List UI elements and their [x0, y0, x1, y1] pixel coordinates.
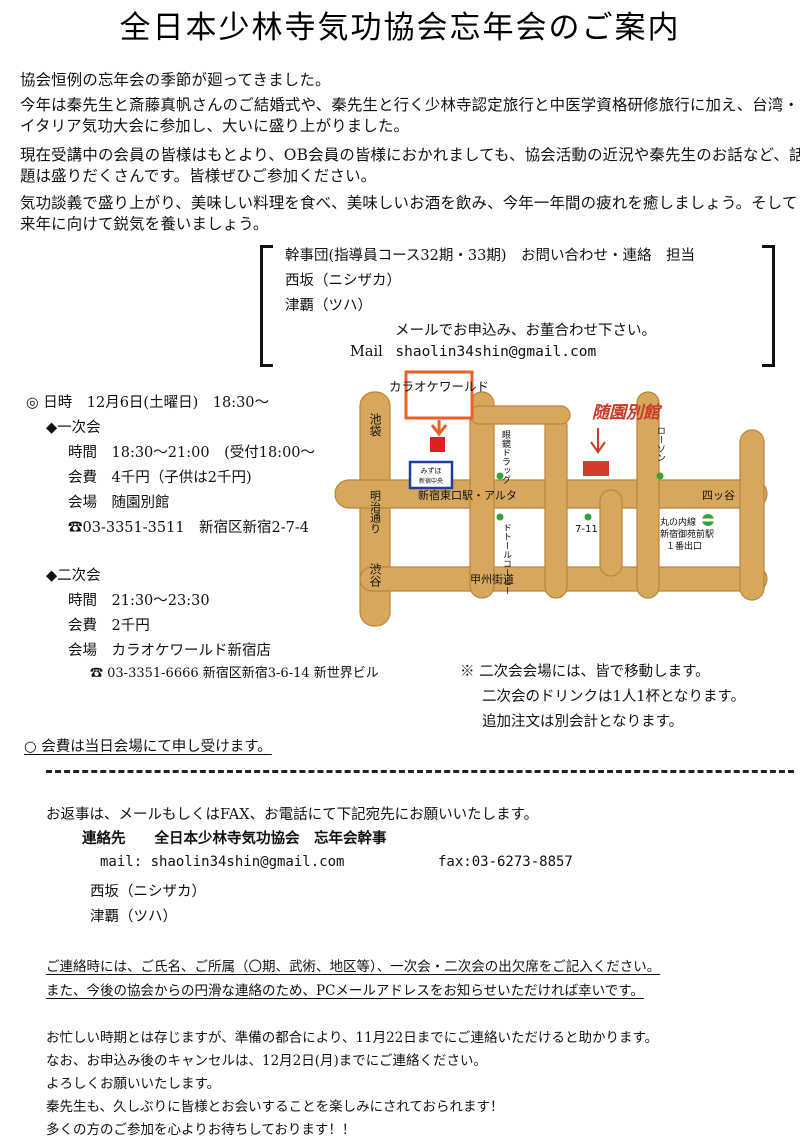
- note-2: 二次会のドリンクは1人1杯となります。: [482, 689, 746, 705]
- first-party-heading: ◆一次会: [46, 420, 101, 436]
- zuien-arrow: [590, 428, 606, 454]
- zuien-marker: [583, 461, 609, 476]
- metro-icon: [702, 514, 714, 526]
- map-label-meiji: 明治通り: [369, 490, 382, 534]
- first-party-venue: 会場 随園別館: [68, 495, 170, 511]
- page-title: 全日本少林寺気功協会忘年会のご案内: [119, 10, 681, 46]
- karaoke-marker: [430, 437, 445, 452]
- closing-5: 多くの方のご参加を心よりお待ちしております！！: [46, 1122, 356, 1138]
- contact-box-line-1: 幹事団(指導員コース32期・33期) お問い合わせ・連絡 担当: [285, 248, 695, 264]
- closing-2: なお、お申込み後のキャンセルは、12月2日(月)までにご連絡ください。: [46, 1053, 488, 1069]
- closing-3: よろしくお願いいたします。: [46, 1076, 221, 1092]
- map-label-mizuho-2: 新宿中央: [419, 477, 443, 485]
- second-party-fee: 会費 2千円: [68, 618, 150, 634]
- closing-4: 秦先生も、久しぶりに皆様とお会いすることを楽しみにされておられます！: [46, 1099, 504, 1115]
- access-map: カラオケワールド 随園別館 みずほ 新宿中央 池袋 明治通り 渋谷 眼鏡ドラッグ…: [334, 370, 768, 627]
- event-datetime: ◎ 日時 12月6日(土曜日) 18:30～: [26, 395, 270, 411]
- mail-label: Mail: [350, 344, 383, 360]
- request-1: ご連絡時には、ご氏名、ご所属（〇期、武術、地区等）、一次会・二次会の出欠席をご記…: [46, 959, 661, 975]
- karaoke-arrow: [430, 420, 448, 437]
- second-party-phone: ☎ 03-3351-6666 新宿区新宿3-6-14 新世界ビル: [90, 666, 379, 681]
- contact-box-mail-row: Mail shaolin34shin@gmail.com: [350, 344, 596, 360]
- reply-contact: 連絡先 全日本少林寺気功協会 忘年会幹事: [82, 830, 387, 847]
- contact-box-left-bracket: [260, 245, 273, 367]
- second-party-time: 時間 21:30～23:30: [68, 593, 210, 609]
- note-1: ※ 二次会会場には、皆で移動します。: [460, 664, 710, 680]
- section-divider: [46, 770, 794, 773]
- map-roads: [334, 391, 768, 627]
- contact-box-line-3: 津覇（ツハ）: [285, 298, 372, 314]
- map-green-dots: [496, 472, 664, 521]
- map-label-station: 新宿東口駅・アルタ: [418, 488, 517, 502]
- map-label-ikebukuro: 池袋: [368, 413, 382, 437]
- note-3: 追加注文は別会計となります。: [482, 714, 684, 730]
- map-label-zuien: 随園別館: [592, 403, 663, 423]
- map-label-yotsuya: 四ッ谷: [702, 489, 735, 502]
- map-label-seven: 7-11: [575, 524, 598, 535]
- map-label-megane: 眼鏡ドラッグ: [500, 430, 511, 484]
- map-label-marunouchi-2: 新宿御苑前駅: [660, 528, 714, 540]
- second-party-venue: 会場 カラオケワールド新宿店: [68, 643, 271, 659]
- map-label-marunouchi-1: 丸の内線: [660, 516, 696, 528]
- intro-paragraph-2: 今年は秦先生と斎藤真帆さんのご結婚式や、秦先生と行く少林寺認定旅行と中医学資格研…: [20, 96, 800, 135]
- contact-box-mail[interactable]: shaolin34shin@gmail.com: [395, 344, 597, 360]
- map-label-doutor: ドトールコーヒー: [501, 523, 512, 595]
- contact-box-right-bracket: [762, 245, 775, 367]
- intro-paragraph-4: 気功談義で盛り上がり、美味しい料理を食べ、美味しいお酒を飲み、今年一年間の疲れを…: [20, 194, 798, 233]
- first-party-phone: ☎03-3351-3511 新宿区新宿2-7-4: [68, 520, 310, 536]
- reply-intro: お返事は、メールもしくはFAX、お電話にて下記宛先にお願いいたします。: [46, 807, 539, 823]
- karaoke-callout-box: [404, 370, 474, 420]
- map-label-marunouchi-3: １番出口: [666, 540, 702, 552]
- contact-box-line-2: 西坂（ニシザカ）: [285, 273, 401, 289]
- second-party-heading: ◆二次会: [46, 568, 101, 584]
- intro-paragraph-3: 現在受講中の会員の皆様はもとより、OB会員の皆様におかれましても、協会活動の近況…: [20, 146, 800, 185]
- map-label-koshu: 甲州街道: [470, 572, 514, 586]
- map-label-lawson: ローソン: [655, 426, 665, 462]
- mizuho-box: [408, 460, 454, 490]
- fee-note: ○ 会費は当日会場にて申し受けます。: [24, 739, 272, 755]
- first-party-time: 時間 18:30～21:00 (受付18:00～: [68, 445, 316, 461]
- reply-name-1: 西坂（ニシザカ）: [90, 884, 206, 900]
- reply-name-2: 津覇（ツハ）: [90, 909, 177, 925]
- map-label-shibuya: 渋谷: [368, 563, 382, 588]
- map-label-mizuho-1: みずほ: [421, 466, 442, 475]
- reply-fax: fax:03-6273-8857: [438, 854, 573, 870]
- map-label-karaoke: カラオケワールド: [389, 379, 489, 394]
- intro-paragraph-1: 協会恒例の忘年会の季節が廻ってきました。: [20, 71, 331, 89]
- closing-1: お忙しい時期とは存じますが、準備の都合により、11月22日までにご連絡いただける…: [46, 1030, 659, 1046]
- contact-box-line-4: メールでお申込み、お董合わせ下さい。: [395, 323, 656, 339]
- request-2: また、今後の協会からの円滑な連絡のため、PCメールアドレスをお知らせいただければ…: [46, 983, 644, 999]
- first-party-fee: 会費 4千円（子供は2千円): [68, 470, 252, 486]
- reply-mail[interactable]: mail: shaolin34shin@gmail.com: [100, 854, 345, 870]
